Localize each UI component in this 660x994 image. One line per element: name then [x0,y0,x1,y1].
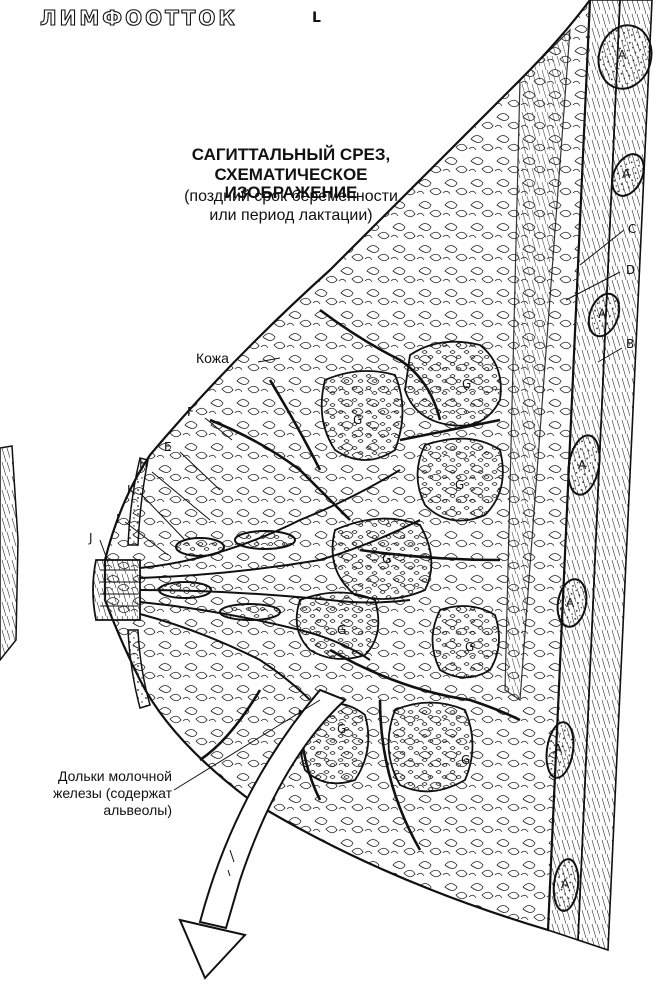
label-H: H [139,457,148,471]
label-A-3: A [598,307,606,321]
label-G-7: G [461,753,470,767]
label-E: E [164,440,172,454]
label-K: K [127,483,135,497]
section-title-line1: САГИТТАЛЬНЫЙ СРЕЗ, [160,146,422,164]
section-subtitle-line2: или период лактации) [160,207,422,225]
header-title: ЛИМФООТТОК [40,6,238,30]
label-G-8: G [337,722,346,736]
header-suffix: L [312,10,321,26]
label-A-4: A [578,458,586,472]
label-J: J [89,531,93,545]
label-G-5: G [337,623,346,637]
label-lobules-line3: альвеолы) [10,802,172,819]
left-edge-fragment [0,446,18,660]
label-B: B [626,337,634,351]
nipple [93,560,140,620]
label-A-5: A [566,596,574,610]
label-A-2: A [622,167,630,181]
label-lobules-line2: железы (содержат [10,785,172,802]
label-G-1: G [462,377,471,391]
label-A-7: A [561,877,569,891]
label-skin: Кожа [196,350,229,366]
label-G-4: G [382,552,391,566]
label-G-6: G [465,640,474,654]
label-F: F [187,405,194,419]
section-subtitle-line1: (поздний срок беременности [160,188,422,206]
label-G-3: G [455,478,464,492]
label-I: I [116,512,120,526]
label-A-1: A [618,48,626,62]
label-lobules-line1: Дольки молочной [10,768,172,785]
label-C: C [628,222,636,236]
label-D: D [626,263,635,277]
label-A-6: A [554,742,562,756]
label-G-2: G [353,413,362,427]
